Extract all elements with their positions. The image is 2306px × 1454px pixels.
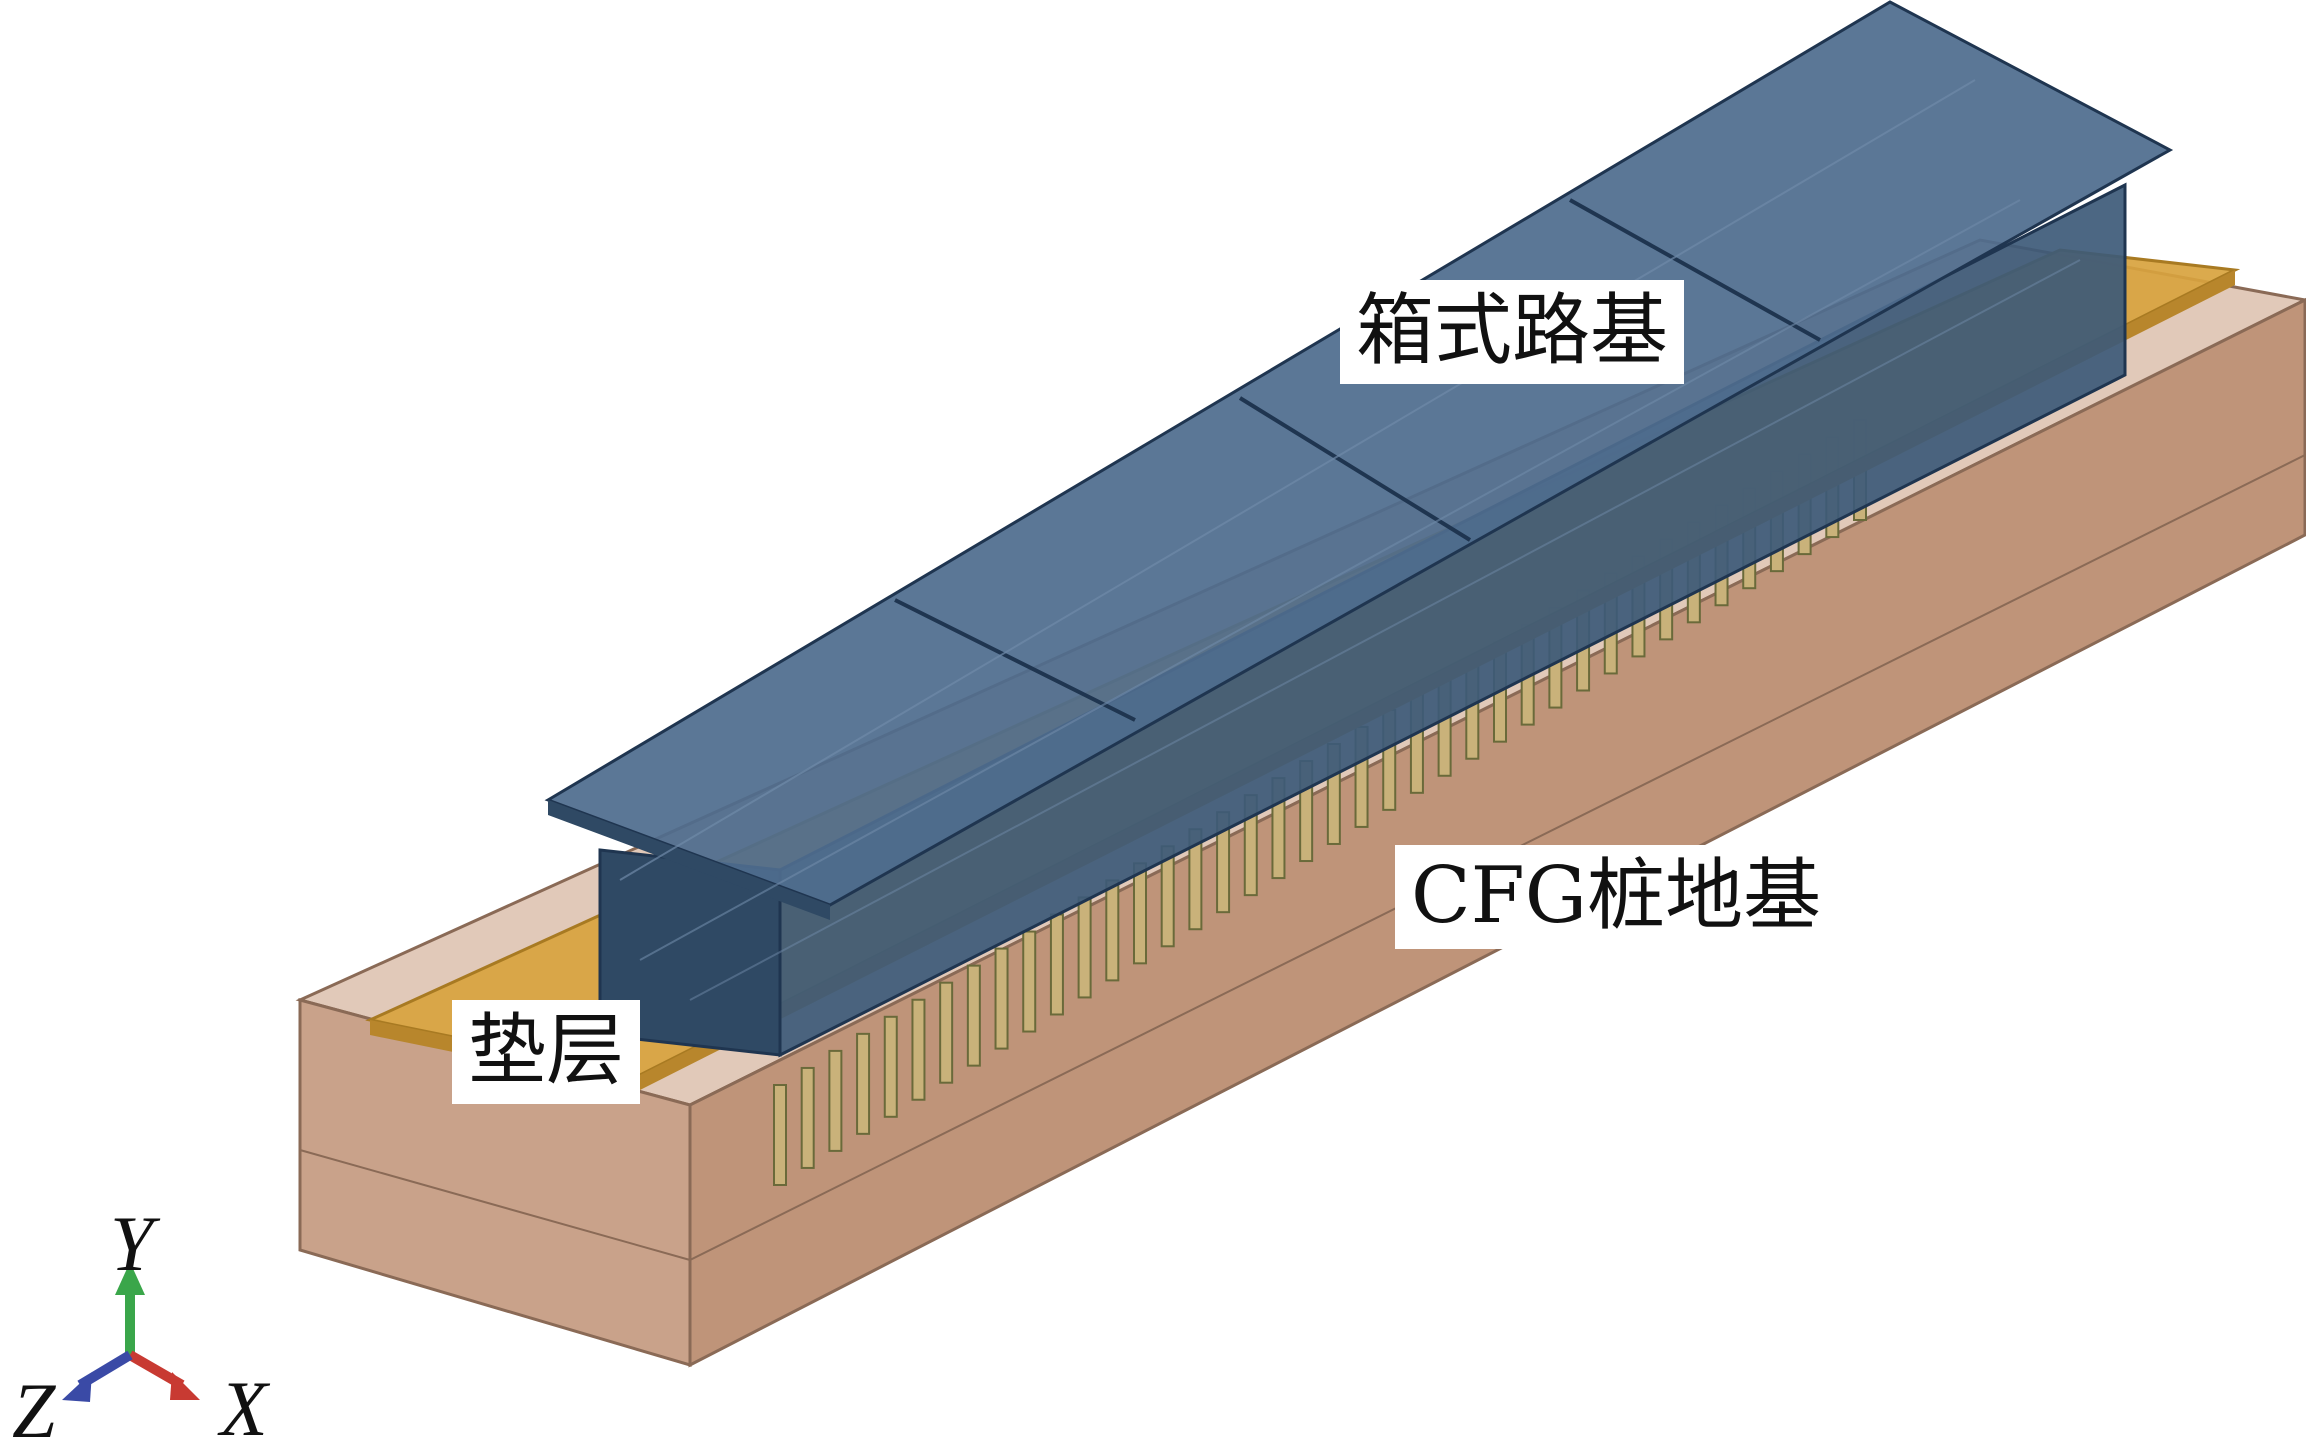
axis-x-arrow [170,1372,200,1400]
soil-block-side [688,297,2306,1368]
cfg-pile [856,1032,871,1135]
cfg-pile [1077,896,1092,999]
axis-triad [62,1262,200,1402]
box-interior-line-2 [639,199,2021,961]
cfg-pile [1105,879,1120,982]
cfg-pile [828,1049,843,1152]
cfg-pile [994,947,1009,1050]
soil-layer-line-front [299,1149,691,1261]
cfg-pile [911,998,926,1101]
cfg-pile [883,1015,898,1118]
axis-y-arrow [115,1262,145,1295]
box-segment-joint-3 [1569,198,1821,342]
box-subgrade-label: 箱式路基 [1340,280,1685,384]
cfg-pile [966,964,981,1067]
cfg-pile [939,981,954,1084]
box-interior-line-3 [689,259,2081,1001]
axis-z-label: Z [12,1367,56,1454]
box-subgrade [544,0,2174,1058]
cfg-pile [1133,862,1147,965]
cushion-layer-label: 垫层 [452,1000,641,1104]
axis-z-arrow [62,1372,92,1402]
box-interior-line-1 [619,79,1976,881]
axis-x-label: X [220,1365,268,1452]
box-deck-edge [548,800,830,920]
cfg-pile [773,1084,787,1186]
cfg-pile [800,1066,815,1169]
cfg-pile [1049,913,1064,1016]
cfg-foundation-label: CFG桩地基 [1395,845,1838,949]
axis-y-label: Y [110,1200,154,1287]
cfg-pile [1022,930,1037,1033]
box-segment-joint-2 [1238,396,1472,542]
box-segment-joint-1 [894,598,1136,722]
